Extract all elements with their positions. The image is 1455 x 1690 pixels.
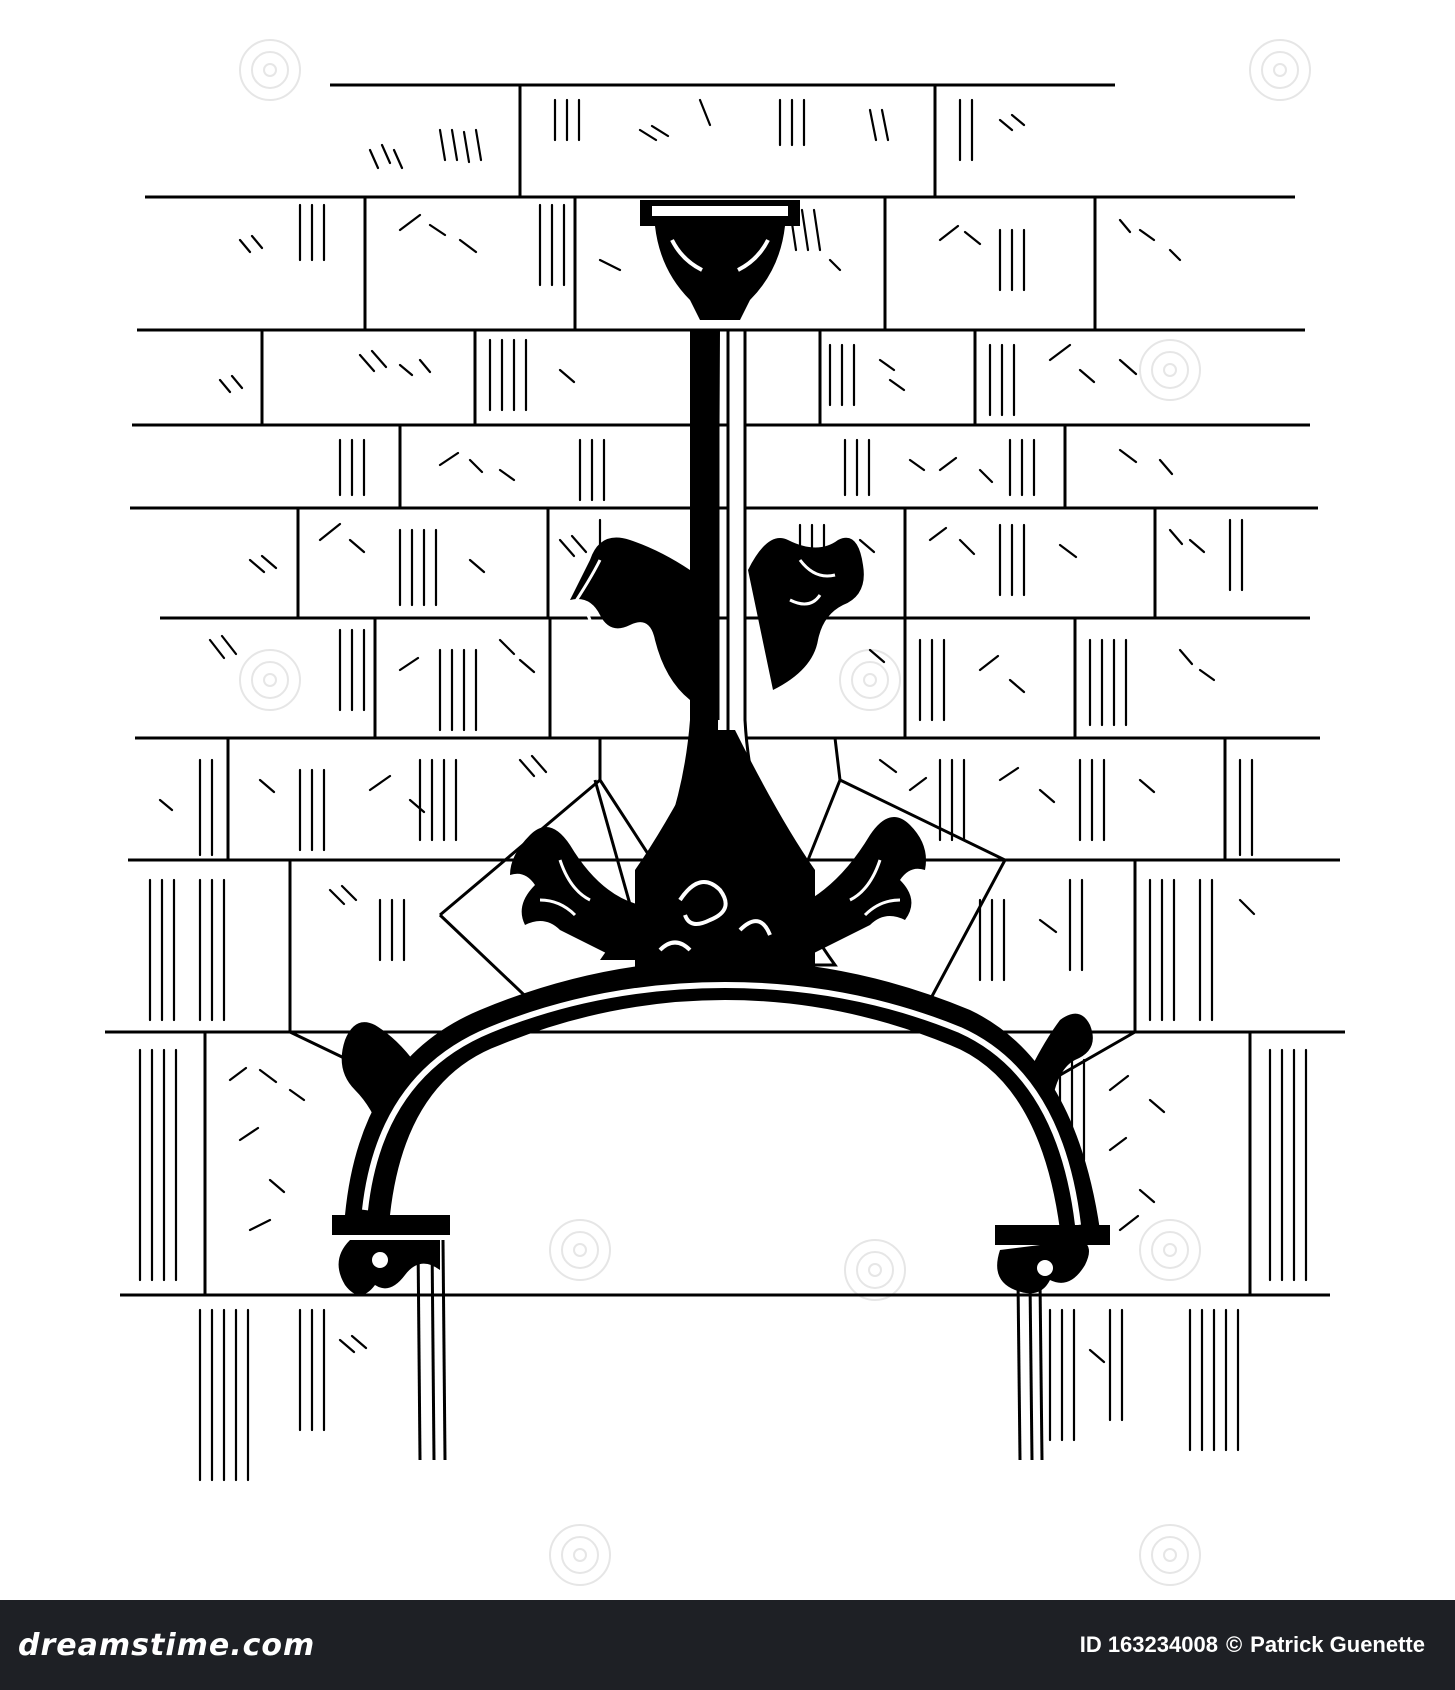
swirl-watermark-icon xyxy=(239,39,1311,1586)
image-id: ID 163234008 xyxy=(1079,1632,1218,1657)
gothic-arch-engraving xyxy=(105,39,1345,1586)
image-credit: ID 163234008 © Patrick Guenette xyxy=(1080,1632,1425,1658)
author-name[interactable]: Patrick Guenette xyxy=(1250,1632,1425,1657)
brand-logo[interactable]: dreamstime.com xyxy=(0,1600,315,1690)
pendant-shaft xyxy=(600,200,838,970)
arch-jambs xyxy=(416,1239,1044,1461)
copyright-icon: © xyxy=(1225,1632,1243,1657)
stone-hatching xyxy=(138,98,1308,1482)
brand-text: dreamstime.com xyxy=(18,1627,316,1663)
trefoil-arch xyxy=(332,960,1110,1295)
foliage-crockets xyxy=(341,537,1093,1145)
footer-bar: dreamstime.com ID 163234008 © Patrick Gu… xyxy=(0,1600,1455,1690)
masonry-joints xyxy=(203,85,1252,1295)
